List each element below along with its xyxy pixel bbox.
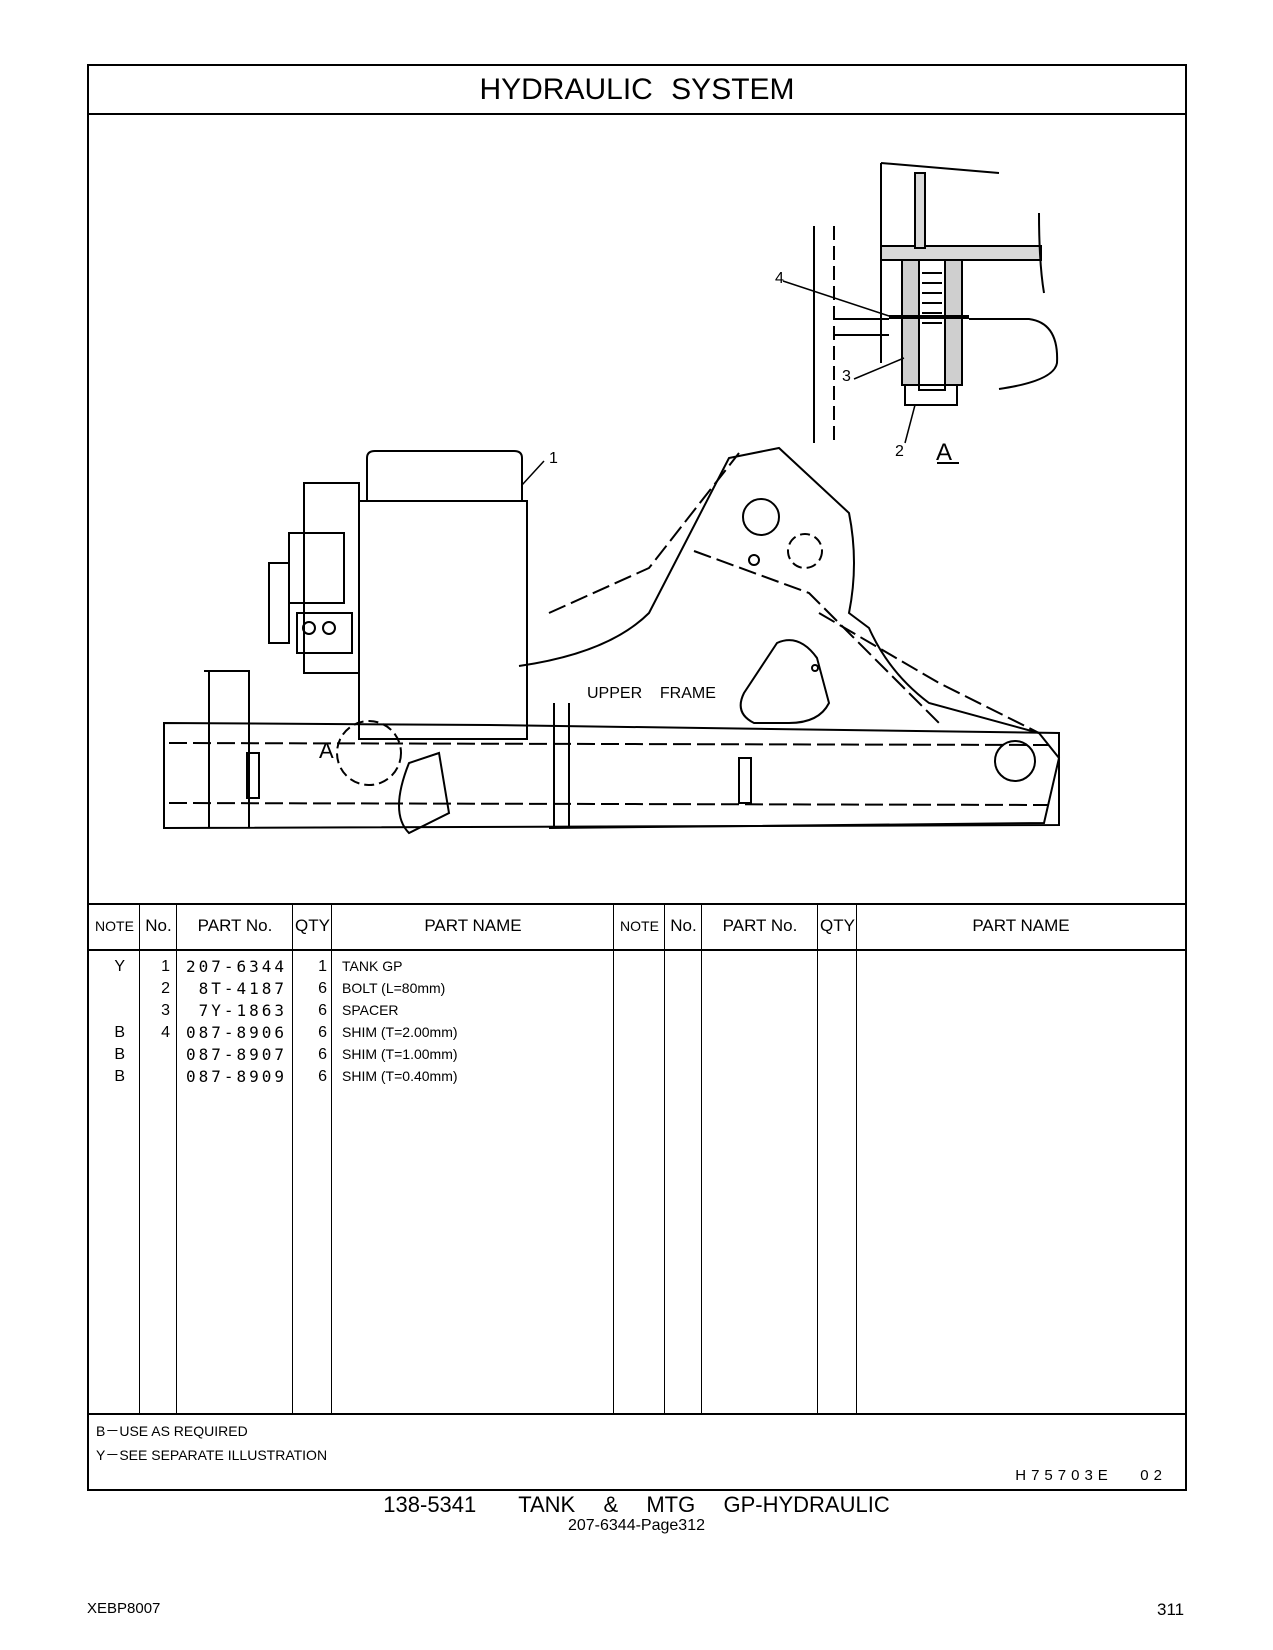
col-no-right: [665, 903, 702, 1413]
cell-qty: 6: [318, 1002, 327, 1019]
table-row: Y 1 207-6344 1 TANK GP: [89, 955, 1185, 978]
cell-no: 4: [161, 1024, 170, 1041]
col-note-left: [89, 903, 140, 1413]
hydraulic-tank-drawing: [268, 450, 545, 740]
cell-qty: 6: [318, 1046, 327, 1063]
cell-part-name: SHIM (T=0.40mm): [342, 1068, 458, 1084]
header-qty: QTY: [295, 916, 330, 935]
cell-qty: 6: [318, 1024, 327, 1041]
cell-no: [140, 1043, 170, 1066]
cell-part-no: 7Y-1863: [198, 1001, 287, 1020]
cell-no: 1: [161, 958, 170, 975]
caption-main: 138-5341 TANK & MTG GP-HYDRAULIC: [383, 1492, 890, 1517]
upper-frame-outline: [163, 446, 1061, 835]
drawing-number: H75703E 02: [1015, 1467, 1167, 1484]
parts-table: NOTE No. PART No. QTY PART NAME NOTE No.…: [89, 903, 1185, 1415]
cell-part-name: SHIM (T=2.00mm): [342, 1024, 458, 1040]
col-partno-right: [702, 903, 818, 1413]
note-b: B－USE AS REQUIRED: [96, 1423, 248, 1439]
table-header: NOTE No. PART No. QTY PART NAME NOTE No.…: [89, 903, 1185, 951]
page-title: HYDRAULIC SYSTEM: [89, 66, 1185, 115]
table-row: B 087-8907 6 SHIM (T=1.00mm): [89, 1043, 1185, 1066]
cell-note: B: [114, 1024, 125, 1041]
detail-a-label: A: [936, 439, 952, 466]
col-qty-right: [818, 903, 857, 1413]
note-y: Y－SEE SEPARATE ILLUSTRATION: [96, 1447, 328, 1463]
cell-part-name: SPACER: [342, 1002, 399, 1018]
header-part-no-right: PART No.: [722, 916, 798, 935]
cell-note: B: [114, 1068, 125, 1085]
detail-a-view: [782, 162, 1059, 464]
header-part-no: PART No.: [197, 916, 273, 935]
cell-part-no: 8T-4187: [198, 979, 287, 998]
view-a-marker: A: [319, 738, 334, 763]
header-no-right: No.: [670, 916, 697, 935]
callout-4: 4: [775, 270, 784, 287]
parts-illustration: 4 3 2 1 A A UPPER FRAME: [89, 113, 1185, 905]
cell-part-name: BOLT (L=80mm): [342, 980, 446, 996]
cell-part-name: TANK GP: [342, 958, 403, 974]
col-note-right: [614, 903, 665, 1413]
header-part-name: PART NAME: [424, 916, 522, 935]
cell-qty: 6: [318, 980, 327, 997]
cell-no: 2: [161, 980, 170, 997]
cell-part-no: 087-8909: [185, 1067, 287, 1086]
col-name-left: [332, 903, 614, 1413]
cell-qty: 1: [318, 958, 327, 975]
cell-part-no: 207-6344: [185, 957, 287, 976]
notes-section: B－USE AS REQUIRED Y－SEE SEPARATE ILLUSTR…: [89, 1413, 1185, 1491]
header-part-name-right: PART NAME: [972, 916, 1070, 935]
header-no: No.: [145, 916, 172, 935]
cell-note: [89, 999, 125, 1022]
header-qty-right: QTY: [820, 916, 855, 935]
cell-no: 3: [161, 1002, 170, 1019]
page-frame: HYDRAULIC SYSTEM: [87, 64, 1187, 1491]
callout-3: 3: [842, 368, 851, 385]
cell-no: [140, 1065, 170, 1088]
cell-part-name: SHIM (T=1.00mm): [342, 1046, 458, 1062]
cell-part-no: 087-8906: [185, 1023, 287, 1042]
illustration-drawing: 4 3 2 1 A A UPPER FRAME: [163, 162, 1061, 835]
callout-1: 1: [549, 450, 558, 467]
cell-part-no: 087-8907: [185, 1045, 287, 1064]
callout-2: 2: [895, 443, 904, 460]
cell-qty: 6: [318, 1068, 327, 1085]
caption-sub: 207-6344-Page312: [567, 1517, 705, 1534]
footer-page-number: 311: [1157, 1600, 1185, 1619]
table-row: 3 7Y-1863 6 SPACER: [89, 999, 1185, 1022]
cell-note: [89, 977, 125, 1000]
col-qty-left: [293, 903, 332, 1413]
header-note-right: NOTE: [620, 918, 659, 934]
header-note: NOTE: [95, 918, 134, 934]
footer-doc-id: XEBP8007: [87, 1600, 161, 1617]
upper-frame-label: UPPER FRAME: [587, 685, 716, 702]
table-row: 2 8T-4187 6 BOLT (L=80mm): [89, 977, 1185, 1000]
col-no-left: [140, 903, 177, 1413]
cell-note: B: [114, 1046, 125, 1063]
col-partno-left: [177, 903, 293, 1413]
cell-note: Y: [114, 958, 125, 975]
table-row: B 087-8909 6 SHIM (T=0.40mm): [89, 1065, 1185, 1088]
table-row: B 4 087-8906 6 SHIM (T=2.00mm): [89, 1021, 1185, 1044]
